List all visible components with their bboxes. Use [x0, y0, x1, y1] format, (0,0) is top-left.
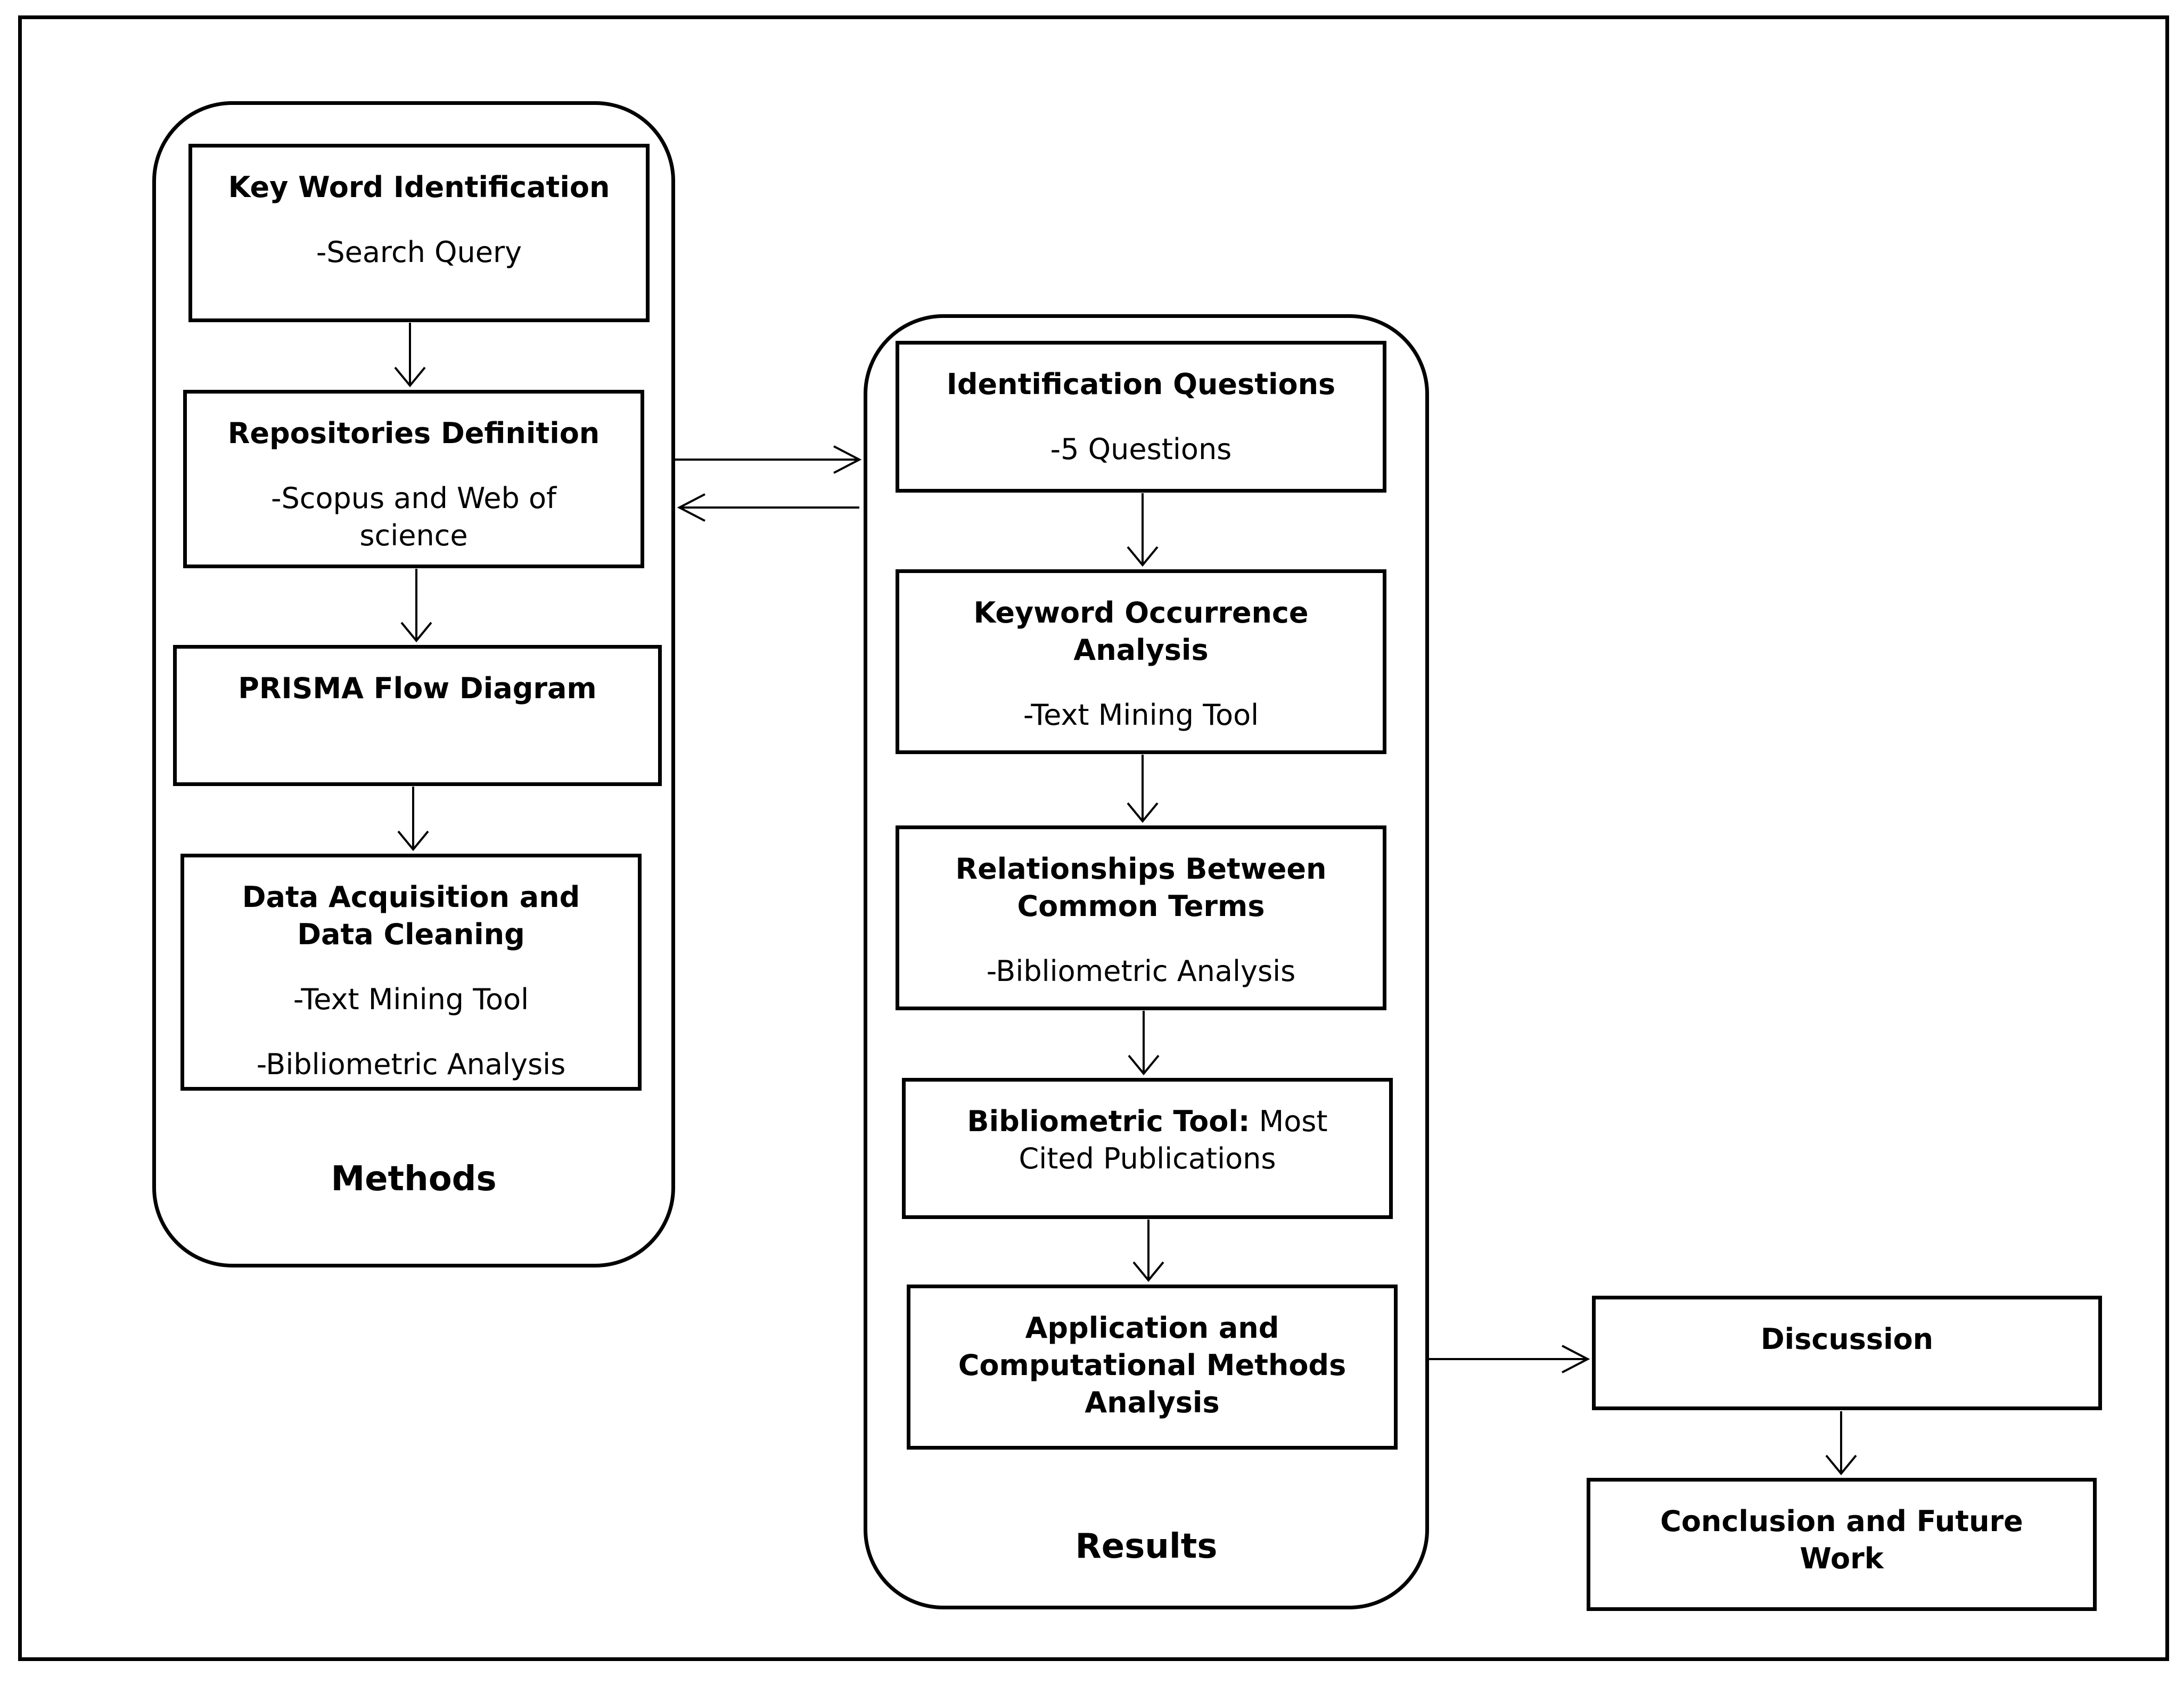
box-title: Common Terms: [1017, 889, 1265, 923]
box-title: PRISMA Flow Diagram: [238, 672, 597, 705]
results-label: Results: [1075, 1527, 1218, 1566]
arrow-methods-to-results: [675, 445, 862, 474]
arrow-keyword-to-repositories: [394, 323, 426, 388]
box-detail: -Scopus and Web of: [271, 481, 556, 515]
box-title-bold: Bibliometric Tool:: [967, 1105, 1250, 1138]
keyword-occurrence-box: Keyword Occurrence Analysis -Text Mining…: [896, 569, 1386, 754]
box-title: Data Acquisition and: [242, 880, 580, 914]
key-word-identification-box: Key Word Identification -Search Query: [188, 144, 650, 322]
box-title: Discussion: [1760, 1322, 1934, 1356]
box-title: Keyword Occurrence: [973, 596, 1309, 629]
arrow-bibliometric-to-application: [1132, 1220, 1164, 1282]
box-detail: Cited Publications: [1019, 1142, 1276, 1175]
box-detail: -Text Mining Tool: [1023, 698, 1259, 732]
discussion-box: Discussion: [1592, 1296, 2102, 1410]
box-detail: -Bibliometric Analysis: [986, 954, 1296, 988]
results-group: Results: [864, 314, 1429, 1609]
box-title: Bibliometric Tool: Most: [922, 1103, 1373, 1140]
box-title: Computational Methods: [958, 1348, 1346, 1382]
arrow-results-to-methods: [677, 493, 859, 522]
box-title: Work: [1800, 1542, 1884, 1575]
methods-group: Methods: [152, 101, 675, 1267]
relationships-box: Relationships Between Common Terms -Bibl…: [896, 825, 1386, 1010]
arrow-discussion-to-conclusion: [1825, 1411, 1857, 1476]
box-title: Relationships Between: [955, 852, 1327, 886]
bibliometric-tool-box: Bibliometric Tool: Most Cited Publicatio…: [902, 1078, 1393, 1219]
prisma-flow-diagram-box: PRISMA Flow Diagram: [173, 645, 662, 786]
box-title: Identification Questions: [946, 367, 1336, 401]
box-detail: -5 Questions: [1050, 432, 1232, 466]
identification-questions-box: Identification Questions -5 Questions: [896, 341, 1386, 493]
arrow-prisma-to-data-acquisition: [397, 787, 429, 852]
arrow-repositories-to-prisma: [400, 569, 432, 643]
arrow-questions-to-keyword: [1127, 493, 1159, 567]
conclusion-box: Conclusion and Future Work: [1587, 1478, 2097, 1611]
arrow-keyword-to-relationships: [1127, 755, 1159, 823]
application-computational-box: Application and Computational Methods An…: [907, 1285, 1398, 1450]
arrow-results-to-discussion: [1429, 1345, 1590, 1373]
repositories-definition-box: Repositories Definition -Scopus and Web …: [183, 390, 644, 568]
box-title: Key Word Identification: [228, 170, 610, 204]
box-title: Analysis: [1073, 633, 1209, 667]
box-title: Application and: [1025, 1311, 1279, 1345]
box-detail: -Bibliometric Analysis: [256, 1048, 566, 1081]
box-title: Data Cleaning: [297, 918, 525, 951]
box-title: Repositories Definition: [227, 416, 600, 450]
methods-label: Methods: [331, 1159, 497, 1199]
box-detail: science: [359, 519, 468, 552]
box-detail: -Text Mining Tool: [293, 983, 529, 1016]
box-title-rest: Most: [1250, 1105, 1328, 1138]
arrow-relationships-to-bibliometric: [1128, 1011, 1160, 1076]
box-title: Analysis: [1085, 1386, 1220, 1419]
box-title: Conclusion and Future: [1660, 1504, 2023, 1538]
data-acquisition-box: Data Acquisition and Data Cleaning -Text…: [180, 854, 642, 1091]
outer-frame: [18, 15, 2169, 1661]
box-detail: -Search Query: [316, 235, 522, 269]
